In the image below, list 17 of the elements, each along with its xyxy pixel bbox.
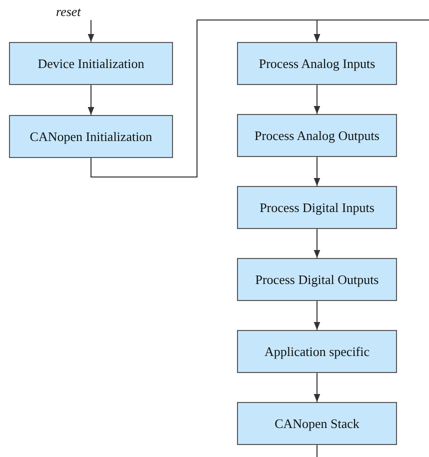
arrow [314, 300, 320, 330]
arrow [314, 156, 320, 186]
arrow [314, 20, 429, 42]
process-box: CANopen Stack [237, 402, 397, 445]
arrow [314, 372, 320, 402]
process-box: CANopen Initialization [9, 115, 173, 158]
process-box: Process Analog Inputs [237, 42, 397, 85]
arrow [314, 84, 320, 114]
arrow [314, 228, 320, 258]
arrow [88, 84, 94, 116]
input-label: reset [56, 4, 81, 19]
arrow [88, 20, 94, 42]
process-box: Process Digital Inputs [237, 186, 397, 229]
process-box: Device Initialization [9, 42, 173, 85]
process-box: Application specific [237, 330, 397, 373]
process-box: Process Analog Outputs [237, 114, 397, 157]
process-box: Process Digital Outputs [237, 258, 397, 301]
